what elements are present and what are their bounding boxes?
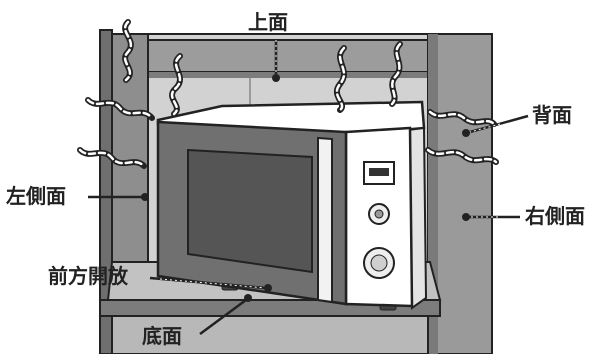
- label-back: 背面: [532, 103, 572, 127]
- leader-top: [272, 40, 280, 82]
- leader-back: [462, 114, 529, 137]
- timer-knob-center: [374, 209, 384, 219]
- leader-front: [149, 276, 272, 292]
- power-knob-center: [370, 254, 388, 272]
- upper-shelf-underside: [108, 72, 438, 78]
- heat-wave-icon: [77, 19, 499, 169]
- upper-shelf: [107, 39, 439, 73]
- display-digits: [369, 168, 389, 176]
- lower-cabinet: [111, 315, 429, 354]
- left-side-panel-front: [99, 29, 113, 354]
- label-front-open: 前方開放: [48, 264, 128, 288]
- leader-right: [462, 213, 520, 221]
- door-handle: [317, 136, 333, 304]
- microwave-window: [187, 148, 313, 274]
- leader-left: [88, 193, 149, 201]
- label-top: 上面: [248, 10, 288, 34]
- leader-bottom: [199, 294, 252, 336]
- label-left-side: 左側面: [6, 184, 66, 208]
- label-right-side: 右側面: [525, 204, 585, 228]
- label-bottom: 底面: [142, 324, 182, 348]
